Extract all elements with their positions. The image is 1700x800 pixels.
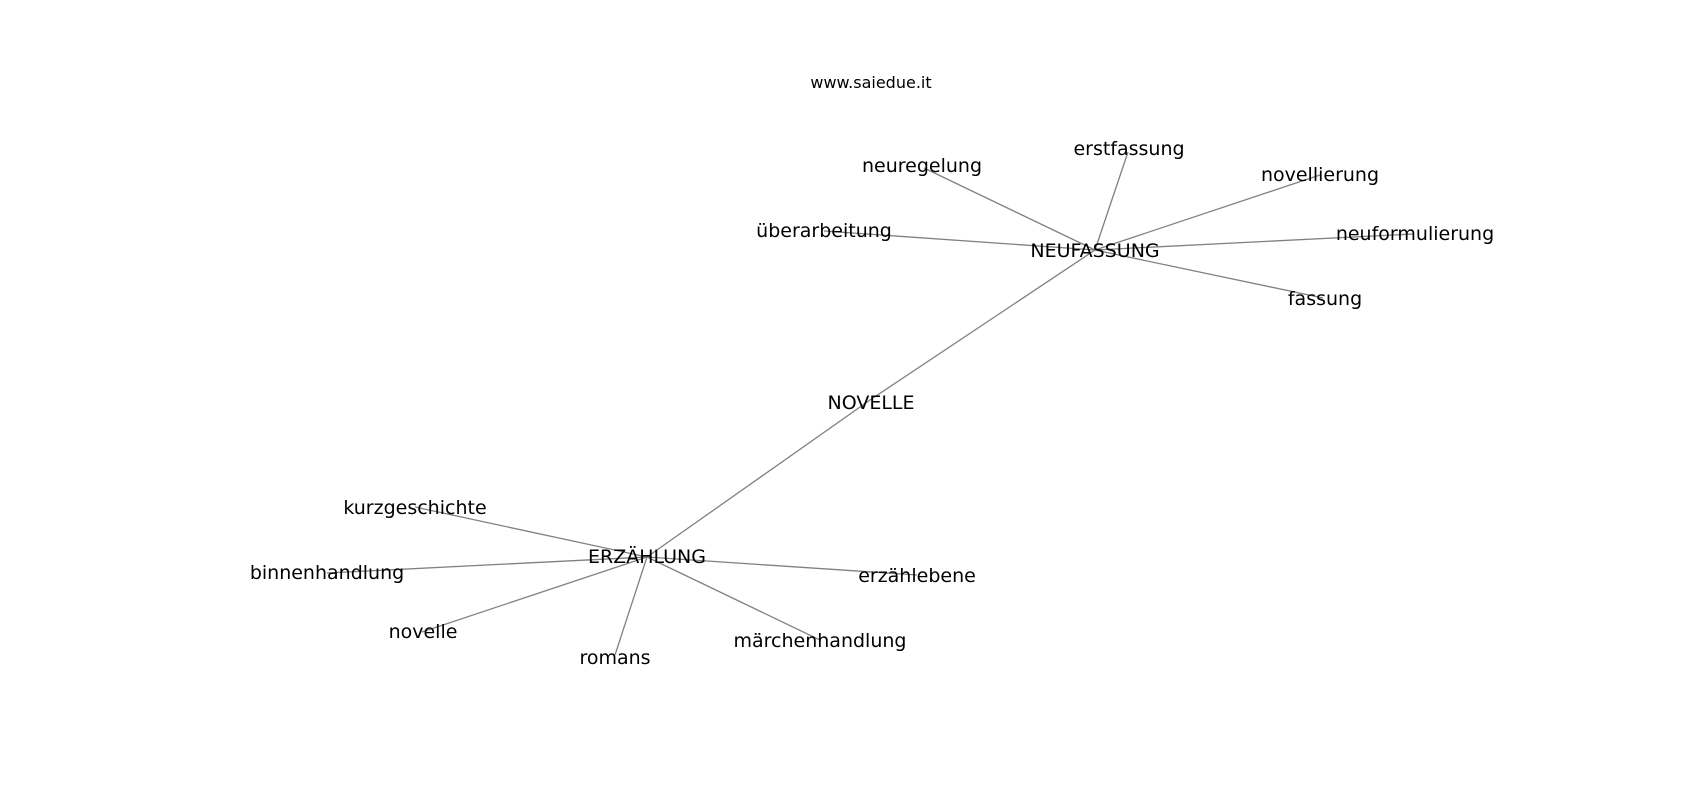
edge-neufassung-novellierung (1094, 174, 1321, 251)
edge-neufassung-neuformulierung (1094, 233, 1414, 251)
node-center-novelle: NOVELLE (827, 392, 914, 414)
edge-erzaehlung-kurzgeschichte (414, 506, 648, 558)
edge-erzaehlung-erzaehlebene (646, 556, 918, 576)
node-kurzgeschichte: kurzgeschichte (343, 497, 486, 519)
edge-neufassung-erstfassung (1094, 151, 1129, 251)
edge-neufassung-neuregelung (923, 167, 1096, 251)
node-neuregelung: neuregelung (862, 155, 982, 177)
edge-novelle-erzaehlung (646, 399, 871, 558)
edge-neufassung-fassung (1094, 249, 1324, 299)
node-fassung: fassung (1288, 288, 1362, 310)
edge-erzaehlung-novelle (421, 556, 648, 633)
node-novelle: novelle (389, 621, 458, 643)
node-ueberarbeitung: überarbeitung (756, 220, 892, 242)
edge-erzaehlung-romans (614, 556, 648, 656)
edge-erzaehlung-maerchenhandlung (646, 556, 821, 641)
node-hub-neufassung: NEUFASSUNG (1030, 240, 1159, 262)
watermark-text: www.saiedue.it (810, 73, 931, 92)
edge-novelle-neufassung (869, 249, 1096, 401)
node-maerchenhandlung: märchenhandlung (734, 630, 907, 652)
node-erzaehlebene: erzählebene (858, 565, 976, 587)
node-novellierung: novellierung (1261, 164, 1379, 186)
node-hub-erzaehlung: ERZÄHLUNG (588, 545, 706, 568)
edge-erzaehlung-binnenhandlung (326, 556, 648, 574)
node-neuformulierung: neuformulierung (1336, 223, 1494, 245)
node-erstfassung: erstfassung (1073, 138, 1184, 160)
node-binnenhandlung: binnenhandlung (250, 562, 404, 584)
node-romans: romans (579, 647, 650, 669)
edge-neufassung-ueberarbeitung (823, 230, 1096, 251)
